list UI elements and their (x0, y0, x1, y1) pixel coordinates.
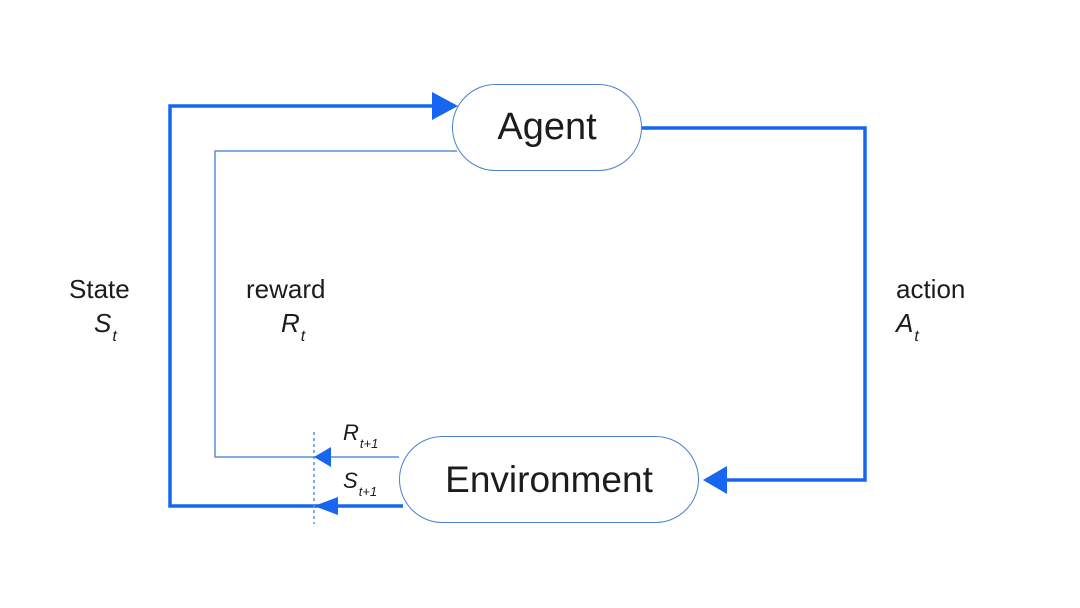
agent-node: Agent (452, 84, 642, 171)
action-label: action (896, 274, 966, 304)
state-feedback-line (168, 104, 438, 508)
reward-label: reward (246, 274, 326, 304)
reward-symbol-letter: R (281, 308, 300, 338)
next-reward-symbol: Rt+1 (343, 418, 379, 451)
state-arrowhead-agent (432, 92, 458, 120)
environment-node: Environment (399, 436, 699, 523)
reward-symbol-subscript: t (300, 328, 306, 345)
action-symbol: At (896, 308, 919, 345)
action-symbol-letter: A (896, 308, 914, 338)
environment-label: Environment (445, 458, 653, 500)
state-symbol-letter: S (94, 308, 112, 338)
state-label: State (69, 274, 130, 304)
reward-symbol: Rt (281, 308, 306, 345)
action-arrowhead-environment (703, 466, 727, 494)
action-symbol-subscript: t (914, 328, 919, 345)
state-next-arrowhead (314, 497, 338, 515)
agent-label: Agent (497, 106, 597, 148)
next-state-letter: S (343, 468, 358, 493)
state-symbol: St (94, 308, 117, 345)
state-symbol-subscript: t (112, 328, 117, 345)
reward-arrowhead (314, 447, 331, 467)
next-reward-letter: R (343, 420, 359, 445)
next-state-symbol: St+1 (343, 466, 378, 499)
next-state-subscript: t+1 (358, 484, 378, 499)
action-line (642, 126, 867, 482)
next-reward-subscript: t+1 (359, 436, 379, 451)
reward-feedback-line (214, 150, 457, 458)
